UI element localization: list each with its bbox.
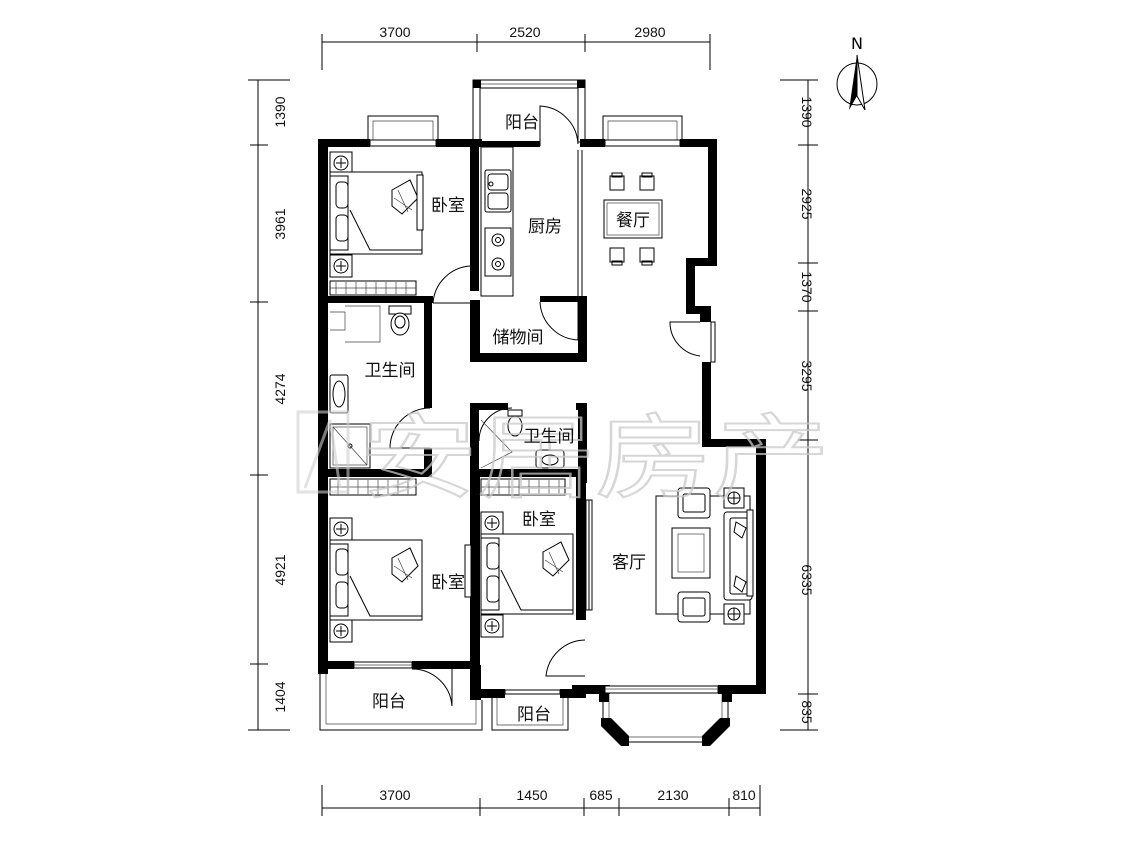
dim-right-1: 1390 — [799, 96, 815, 127]
bed-top — [329, 151, 423, 278]
walls — [318, 139, 766, 700]
windows — [353, 139, 719, 694]
balcony-bottom-left-frame — [318, 664, 483, 731]
dim-left-1: 1390 — [272, 96, 288, 127]
dim-bottom-3: 685 — [589, 787, 613, 803]
dim-right-5: 6335 — [799, 564, 815, 595]
bay-window-dining — [602, 115, 683, 142]
dim-left-2: 3961 — [272, 208, 288, 239]
label-bedroom-bottom-left: 卧室 — [431, 573, 465, 593]
dim-bottom-4: 2130 — [657, 787, 688, 803]
balcony-bottom-mid-frame — [491, 689, 569, 731]
compass-north-label: N — [851, 34, 863, 53]
label-bathroom-left: 卫生间 — [365, 361, 416, 381]
dim-right-3: 1370 — [799, 271, 815, 302]
wardrobe-bottom-left — [329, 478, 417, 496]
label-living: 客厅 — [612, 553, 646, 573]
dim-top-3: 2980 — [634, 24, 665, 40]
dim-right-2: 2925 — [799, 188, 815, 219]
label-bathroom-center: 卫生间 — [524, 427, 575, 447]
label-balcony-top: 阳台 — [505, 113, 539, 133]
dim-bottom-2: 1450 — [516, 787, 547, 803]
radiator-top — [416, 174, 424, 231]
dim-left-3: 4274 — [272, 373, 288, 404]
living-window-right — [746, 509, 754, 597]
dim-top-2: 2520 — [509, 24, 540, 40]
doors — [389, 105, 701, 707]
dim-right-6: 835 — [799, 700, 815, 724]
label-storage: 储物间 — [493, 328, 544, 348]
dim-top-1: 3700 — [379, 24, 410, 40]
dim-bottom-5: 810 — [732, 787, 756, 803]
balcony-top-frame — [472, 79, 586, 143]
kitchen-counter — [480, 146, 514, 297]
bed-bottom-mid — [480, 511, 574, 638]
bay-window-living — [599, 692, 732, 746]
label-balcony-bottom-left: 阳台 — [372, 692, 406, 712]
compass-icon — [836, 54, 878, 111]
dim-left-4: 4921 — [272, 554, 288, 585]
radiator-bottom-left — [464, 544, 472, 598]
label-balcony-bottom-mid: 阳台 — [517, 705, 551, 725]
label-dining: 餐厅 — [616, 211, 650, 231]
label-bedroom-top: 卧室 — [431, 196, 465, 216]
wardrobe-bottom-mid — [480, 478, 566, 496]
label-kitchen: 厨房 — [528, 217, 562, 237]
dim-left-5: 1404 — [272, 681, 288, 712]
dim-right-4: 3295 — [799, 360, 815, 391]
bathroom-center-fixtures — [480, 409, 565, 469]
watermark-text: 安居房产 — [360, 405, 830, 512]
bay-window-bedroom-top — [367, 115, 439, 142]
wardrobe-top — [329, 280, 417, 296]
dim-bottom-1: 3700 — [379, 787, 410, 803]
dining-table — [603, 172, 663, 266]
bed-bottom-left — [329, 517, 423, 643]
dimension-lines — [248, 34, 818, 816]
label-bedroom-bottom-mid: 卧室 — [522, 510, 556, 530]
watermark-logo-icon — [296, 410, 350, 494]
living-sofa-set — [655, 487, 753, 625]
